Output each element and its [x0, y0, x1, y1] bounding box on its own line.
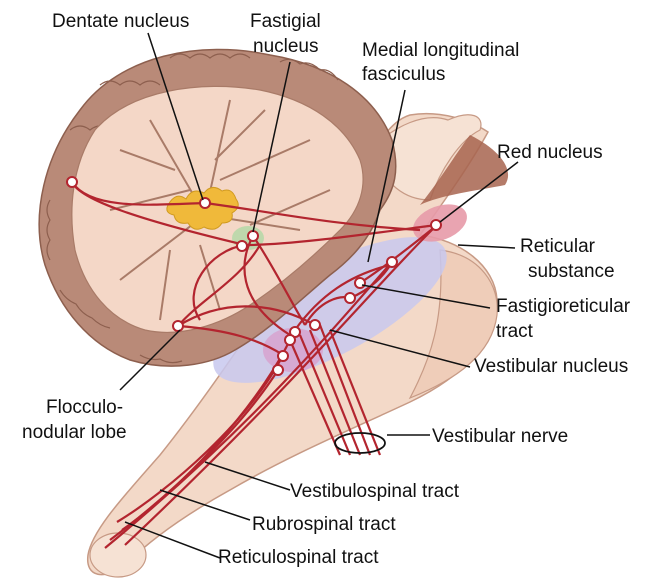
cell-reticular-3: [344, 292, 356, 304]
cell-vestibular-1: [309, 319, 321, 331]
label-vestibular-nerve: Vestibular nerve: [432, 426, 568, 447]
vestibular-nerve-bundle: [334, 432, 386, 454]
cell-cortex: [66, 176, 78, 188]
label-mlf-1: Medial longitudinal: [362, 40, 519, 61]
label-reticular-1: Reticular: [520, 236, 596, 257]
cerebellum-folia: [46, 53, 339, 364]
label-red-nucleus: Red nucleus: [497, 142, 603, 163]
cell-vestibular-5: [272, 364, 284, 376]
label-vestibular-nucleus: Vestibular nucleus: [474, 356, 628, 377]
pons: [408, 249, 498, 400]
cell-reticular-1: [386, 256, 398, 268]
leader-lines: [119, 32, 519, 559]
label-mlf-2: fasciculus: [362, 64, 445, 85]
label-reticular-2: substance: [528, 261, 615, 282]
label-flocculonodular-1: Flocculo-: [46, 397, 123, 418]
midbrain: [369, 114, 482, 201]
label-rubrospinal-tract: Rubrospinal tract: [252, 514, 396, 535]
label-dentate-nucleus: Dentate nucleus: [52, 11, 189, 32]
neuron-cells: [66, 176, 442, 376]
label-fastigial-nucleus-2: nucleus: [253, 36, 319, 57]
cell-vestibular-3: [284, 334, 296, 346]
tracts: [70, 181, 437, 549]
cell-reticular-2: [354, 277, 366, 289]
label-fastigioreticular-2: tract: [496, 321, 534, 342]
cell-vestibular-4: [277, 350, 289, 362]
spinal-cord-cut: [89, 532, 147, 578]
label-fastigioreticular-1: Fastigioreticular: [496, 296, 631, 317]
label-vestibulospinal-tract: Vestibulospinal tract: [290, 481, 460, 502]
cell-dentate: [199, 197, 211, 209]
cell-red-nucleus: [430, 219, 442, 231]
cell-flocculonodular: [172, 320, 184, 332]
label-reticulospinal-tract: Reticulospinal tract: [218, 547, 379, 568]
label-flocculonodular-2: nodular lobe: [22, 422, 127, 443]
cell-fastigial-1: [247, 230, 259, 242]
cell-fastigial-2: [236, 240, 248, 252]
label-fastigial-nucleus-1: Fastigial: [250, 11, 321, 32]
